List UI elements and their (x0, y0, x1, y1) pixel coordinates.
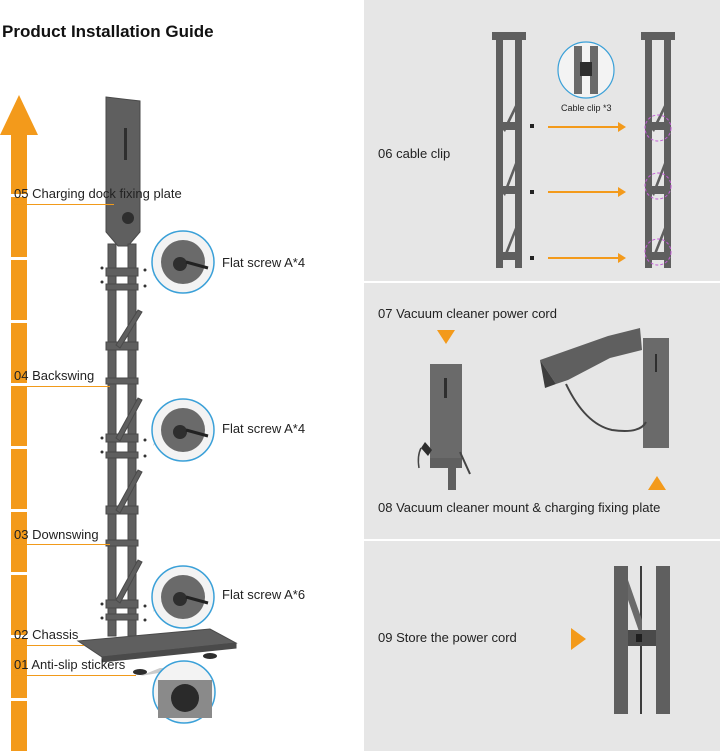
store-cord-illustration (571, 566, 670, 714)
screw-detail-2 (151, 398, 215, 462)
step-label-02: 02 Chassis (14, 627, 79, 642)
foot-detail (140, 660, 216, 724)
screw-label-1: Flat screw A*4 (222, 255, 306, 270)
panel-divider (364, 281, 720, 283)
screw-detail-3 (151, 565, 215, 629)
power-cord-illustration (417, 328, 669, 490)
leader-line-05 (14, 204, 114, 205)
leader-line-01 (14, 675, 136, 676)
cable-clip-stand-before (492, 32, 534, 268)
cable-clip-arrows (548, 122, 626, 263)
stand-illustration (76, 96, 238, 675)
step-label-08: 08 Vacuum cleaner mount & charging fixin… (378, 500, 661, 515)
step-label-05: 05 Charging dock fixing plate (14, 186, 182, 201)
step-label-04: 04 Backswing (14, 368, 95, 383)
cable-clip-zoom (557, 41, 615, 99)
cable-clip-caption: Cable clip *3 (561, 103, 612, 113)
screw-label-2: Flat screw A*4 (222, 421, 306, 436)
page-title: Product Installation Guide (2, 22, 214, 41)
screw-label-3: Flat screw A*6 (222, 587, 306, 602)
step-label-03: 03 Downswing (14, 527, 99, 542)
step-label-06: 06 cable clip (378, 146, 451, 161)
cable-clip-stand-after (641, 32, 675, 268)
screw-markers (100, 266, 147, 622)
step-label-01: 01 Anti-slip stickers (14, 657, 126, 672)
leader-line-04 (14, 386, 110, 387)
panel-divider (364, 539, 720, 541)
step-label-07: 07 Vacuum cleaner power cord (378, 306, 557, 321)
leader-line-03 (14, 544, 110, 545)
screw-detail-1 (151, 230, 215, 294)
step-label-09: 09 Store the power cord (378, 630, 517, 645)
leader-line-02 (14, 645, 84, 646)
up-arrow-head (0, 95, 38, 135)
up-arrow-body (11, 134, 27, 751)
